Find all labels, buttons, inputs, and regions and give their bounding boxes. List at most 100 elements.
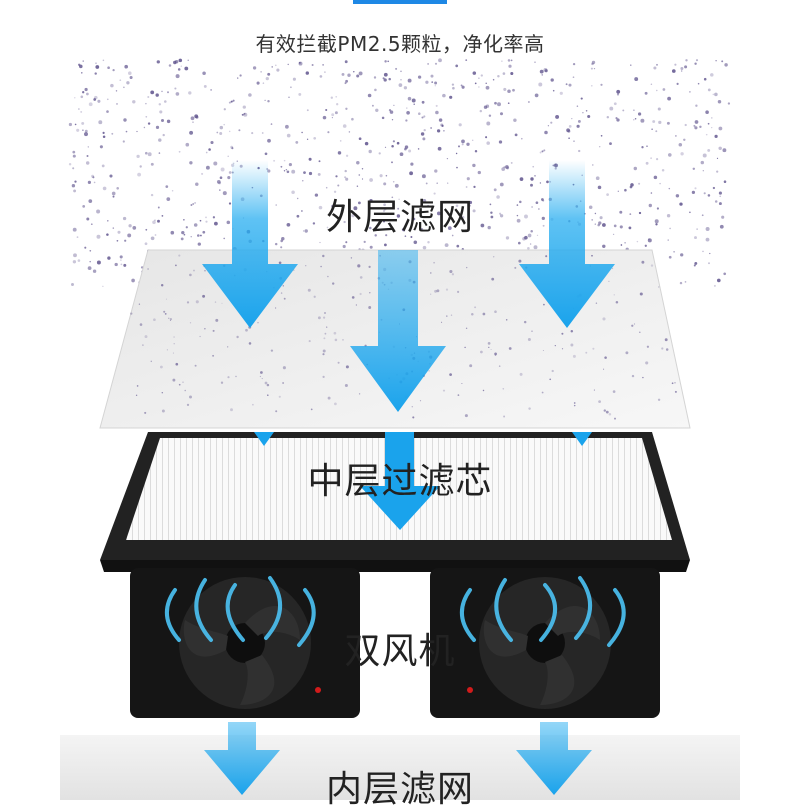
trapped-particle bbox=[412, 416, 415, 419]
particle bbox=[192, 121, 194, 123]
particle bbox=[541, 216, 545, 221]
particle bbox=[638, 182, 641, 185]
trapped-particle bbox=[221, 302, 223, 304]
particle bbox=[673, 250, 675, 253]
particle bbox=[345, 177, 349, 181]
particle bbox=[723, 272, 727, 276]
trapped-particle bbox=[322, 353, 325, 356]
particle bbox=[576, 124, 580, 128]
particle bbox=[174, 87, 177, 90]
particle bbox=[437, 146, 442, 151]
particle bbox=[158, 152, 161, 154]
trapped-particle bbox=[645, 361, 649, 365]
particle bbox=[441, 124, 444, 127]
particle bbox=[650, 83, 653, 85]
particle bbox=[384, 146, 387, 148]
particle bbox=[86, 155, 89, 157]
particle bbox=[477, 170, 481, 175]
trapped-particle bbox=[592, 347, 595, 350]
trapped-particle bbox=[178, 383, 181, 386]
particle bbox=[327, 131, 330, 134]
particle bbox=[102, 59, 105, 62]
particle bbox=[727, 102, 731, 105]
particle bbox=[630, 64, 632, 66]
particle bbox=[296, 197, 299, 200]
particle bbox=[516, 218, 521, 223]
particle bbox=[116, 239, 119, 242]
particle bbox=[102, 186, 107, 191]
particle bbox=[339, 140, 342, 142]
particle bbox=[302, 230, 305, 232]
particle bbox=[723, 180, 727, 183]
particle bbox=[396, 141, 400, 145]
particle bbox=[512, 88, 515, 92]
particle bbox=[93, 181, 96, 184]
trapped-particle bbox=[428, 370, 430, 372]
particle bbox=[123, 263, 127, 267]
particle bbox=[184, 66, 189, 71]
particle bbox=[231, 147, 234, 150]
trapped-particle bbox=[657, 286, 660, 288]
particle bbox=[679, 202, 683, 206]
particle bbox=[539, 151, 542, 154]
particle bbox=[185, 226, 188, 229]
particle bbox=[404, 147, 407, 151]
particle bbox=[106, 110, 109, 113]
particle bbox=[705, 133, 708, 136]
particle bbox=[413, 240, 418, 245]
particle bbox=[487, 225, 491, 230]
particle bbox=[381, 116, 385, 120]
particle bbox=[534, 93, 539, 98]
particle bbox=[412, 217, 416, 221]
particle bbox=[132, 100, 136, 104]
particle bbox=[421, 100, 425, 104]
particle bbox=[680, 253, 684, 257]
particle bbox=[267, 72, 271, 76]
particle bbox=[344, 169, 347, 173]
particle bbox=[694, 236, 697, 240]
trapped-particle bbox=[248, 342, 252, 345]
trapped-particle bbox=[342, 339, 344, 341]
particle bbox=[707, 148, 711, 152]
particle bbox=[434, 62, 438, 65]
particle bbox=[458, 123, 462, 127]
particle bbox=[374, 234, 377, 237]
particle bbox=[666, 121, 670, 125]
particle bbox=[657, 107, 661, 111]
particle bbox=[84, 129, 88, 133]
trapped-particle bbox=[608, 412, 612, 416]
particle bbox=[368, 149, 372, 154]
trapped-particle bbox=[189, 395, 192, 399]
particle bbox=[451, 83, 455, 86]
particle bbox=[420, 227, 424, 232]
particle bbox=[613, 102, 617, 106]
particle bbox=[345, 241, 348, 244]
particle bbox=[634, 77, 639, 82]
particle bbox=[102, 135, 106, 139]
particle bbox=[404, 235, 407, 237]
trapped-particle bbox=[498, 365, 501, 367]
particle bbox=[474, 149, 478, 153]
particle bbox=[498, 140, 503, 144]
trapped-particle bbox=[492, 256, 495, 258]
particle bbox=[667, 153, 672, 157]
particle bbox=[178, 150, 181, 153]
particle bbox=[718, 126, 723, 131]
particle bbox=[96, 234, 101, 239]
trapped-particle bbox=[488, 346, 490, 349]
particle bbox=[489, 203, 492, 206]
particle bbox=[144, 151, 148, 155]
particle bbox=[325, 108, 328, 112]
particle bbox=[577, 119, 581, 123]
trapped-particle bbox=[551, 369, 554, 373]
particle bbox=[260, 71, 262, 73]
particle bbox=[68, 122, 72, 127]
particle bbox=[145, 115, 148, 118]
particle bbox=[331, 204, 335, 209]
particle bbox=[82, 91, 85, 94]
particle bbox=[587, 114, 591, 119]
particle bbox=[384, 60, 387, 63]
particle bbox=[451, 234, 454, 237]
particle bbox=[261, 132, 264, 134]
trapped-particle bbox=[480, 350, 483, 354]
